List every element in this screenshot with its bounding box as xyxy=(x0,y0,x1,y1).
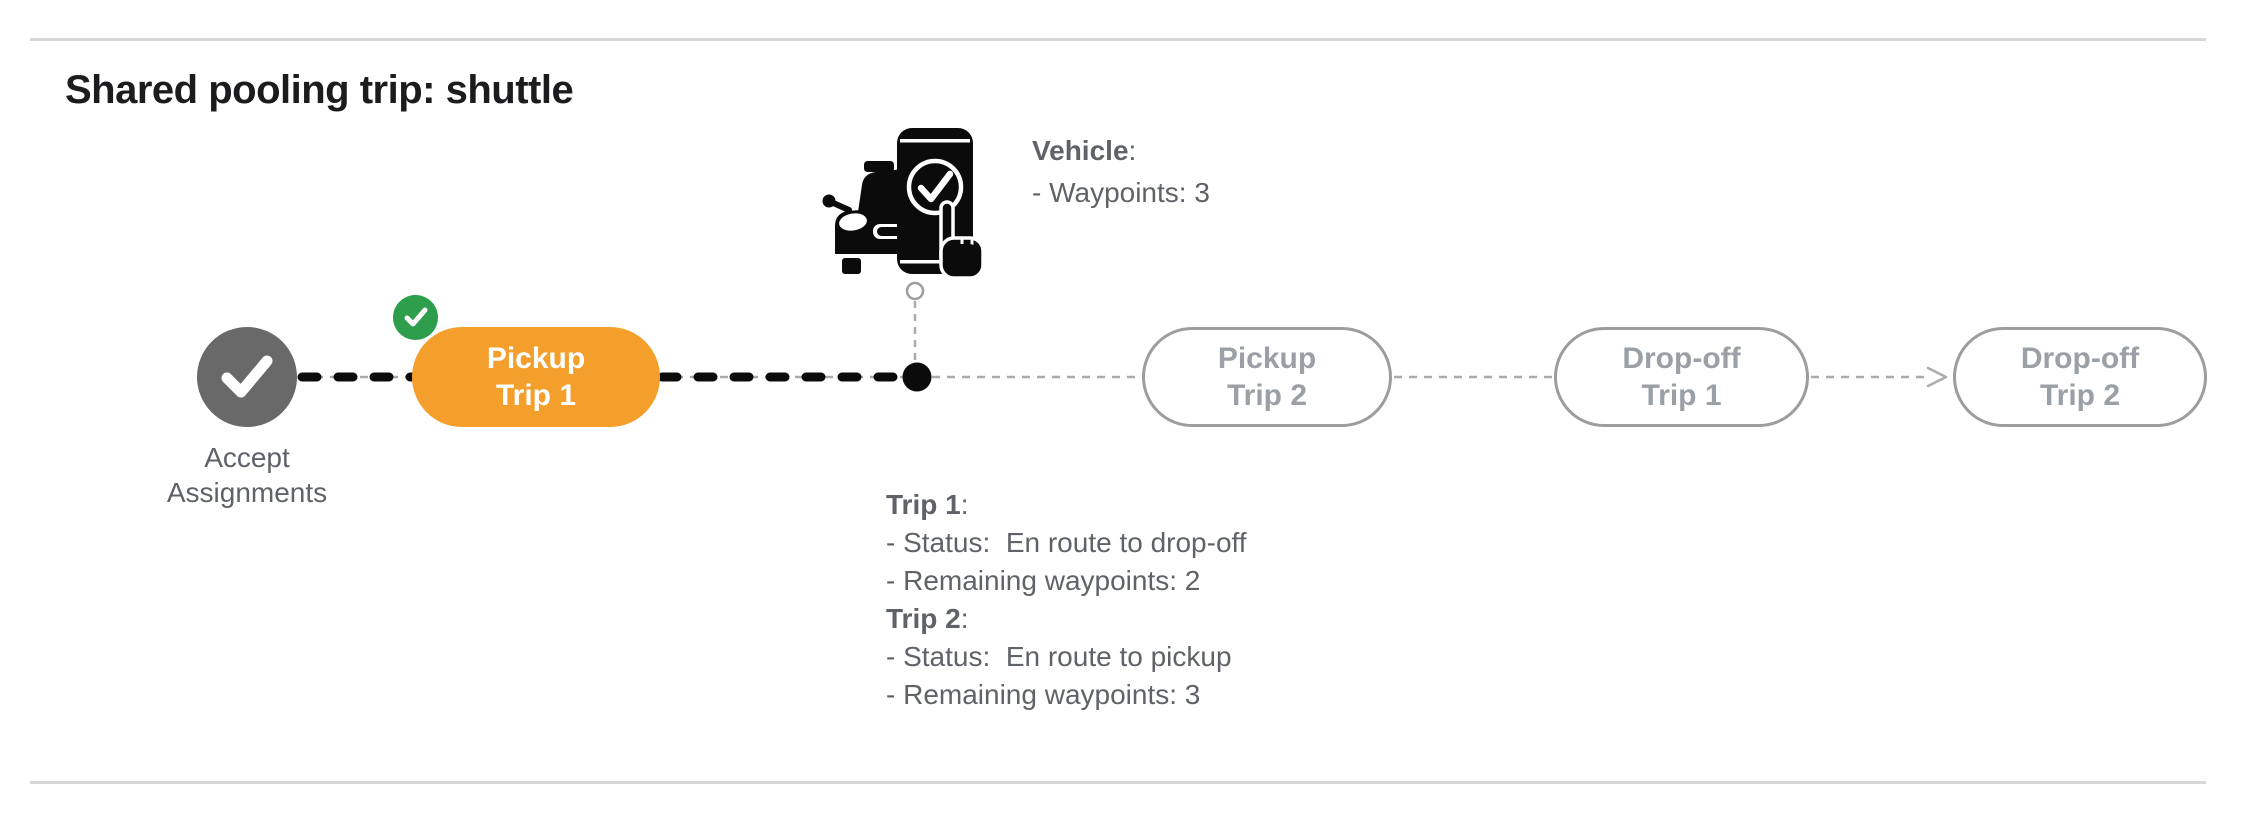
trip2-status: - Status: En route to pickup xyxy=(886,641,1232,672)
accept-assignments-node xyxy=(197,327,297,427)
top-divider xyxy=(30,38,2206,41)
trip1-waypoints: - Remaining waypoints: 2 xyxy=(886,565,1201,596)
accept-assignments-label: Accept Assignments xyxy=(166,442,328,508)
pickup-trip2-node: Pickup Trip 2 xyxy=(1142,327,1392,427)
vehicle-waypoints: - Waypoints: 3 xyxy=(1032,177,1210,208)
vehicle-info: Vehicle: - Waypoints: 3 xyxy=(1032,130,1210,214)
trip2-waypoints: - Remaining waypoints: 3 xyxy=(886,679,1201,710)
dropoff-trip2-node: Drop-off Trip 2 xyxy=(1953,327,2207,427)
vehicle-ride-confirmed-icon xyxy=(815,110,995,290)
current-position-dot xyxy=(902,362,932,392)
trip1-status: - Status: En route to drop-off xyxy=(886,527,1247,558)
trip-info: Trip 1: - Status: En route to drop-off -… xyxy=(886,486,1247,714)
trip2-heading: Trip 2: xyxy=(886,603,969,634)
trip1-heading: Trip 1: xyxy=(886,489,969,520)
dropoff-trip1-node: Drop-off Trip 1 xyxy=(1554,327,1809,427)
page-title: Shared pooling trip: shuttle xyxy=(65,68,574,112)
check-icon xyxy=(404,307,427,326)
bottom-divider xyxy=(30,781,2206,784)
vehicle-connector-circle xyxy=(905,281,925,301)
completed-badge xyxy=(393,295,438,340)
arrowhead-icon xyxy=(1926,366,1948,388)
vehicle-info-heading: Vehicle: xyxy=(1032,135,1137,166)
check-icon xyxy=(221,355,273,398)
pickup-trip1-node: Pickup Trip 1 xyxy=(412,327,660,427)
